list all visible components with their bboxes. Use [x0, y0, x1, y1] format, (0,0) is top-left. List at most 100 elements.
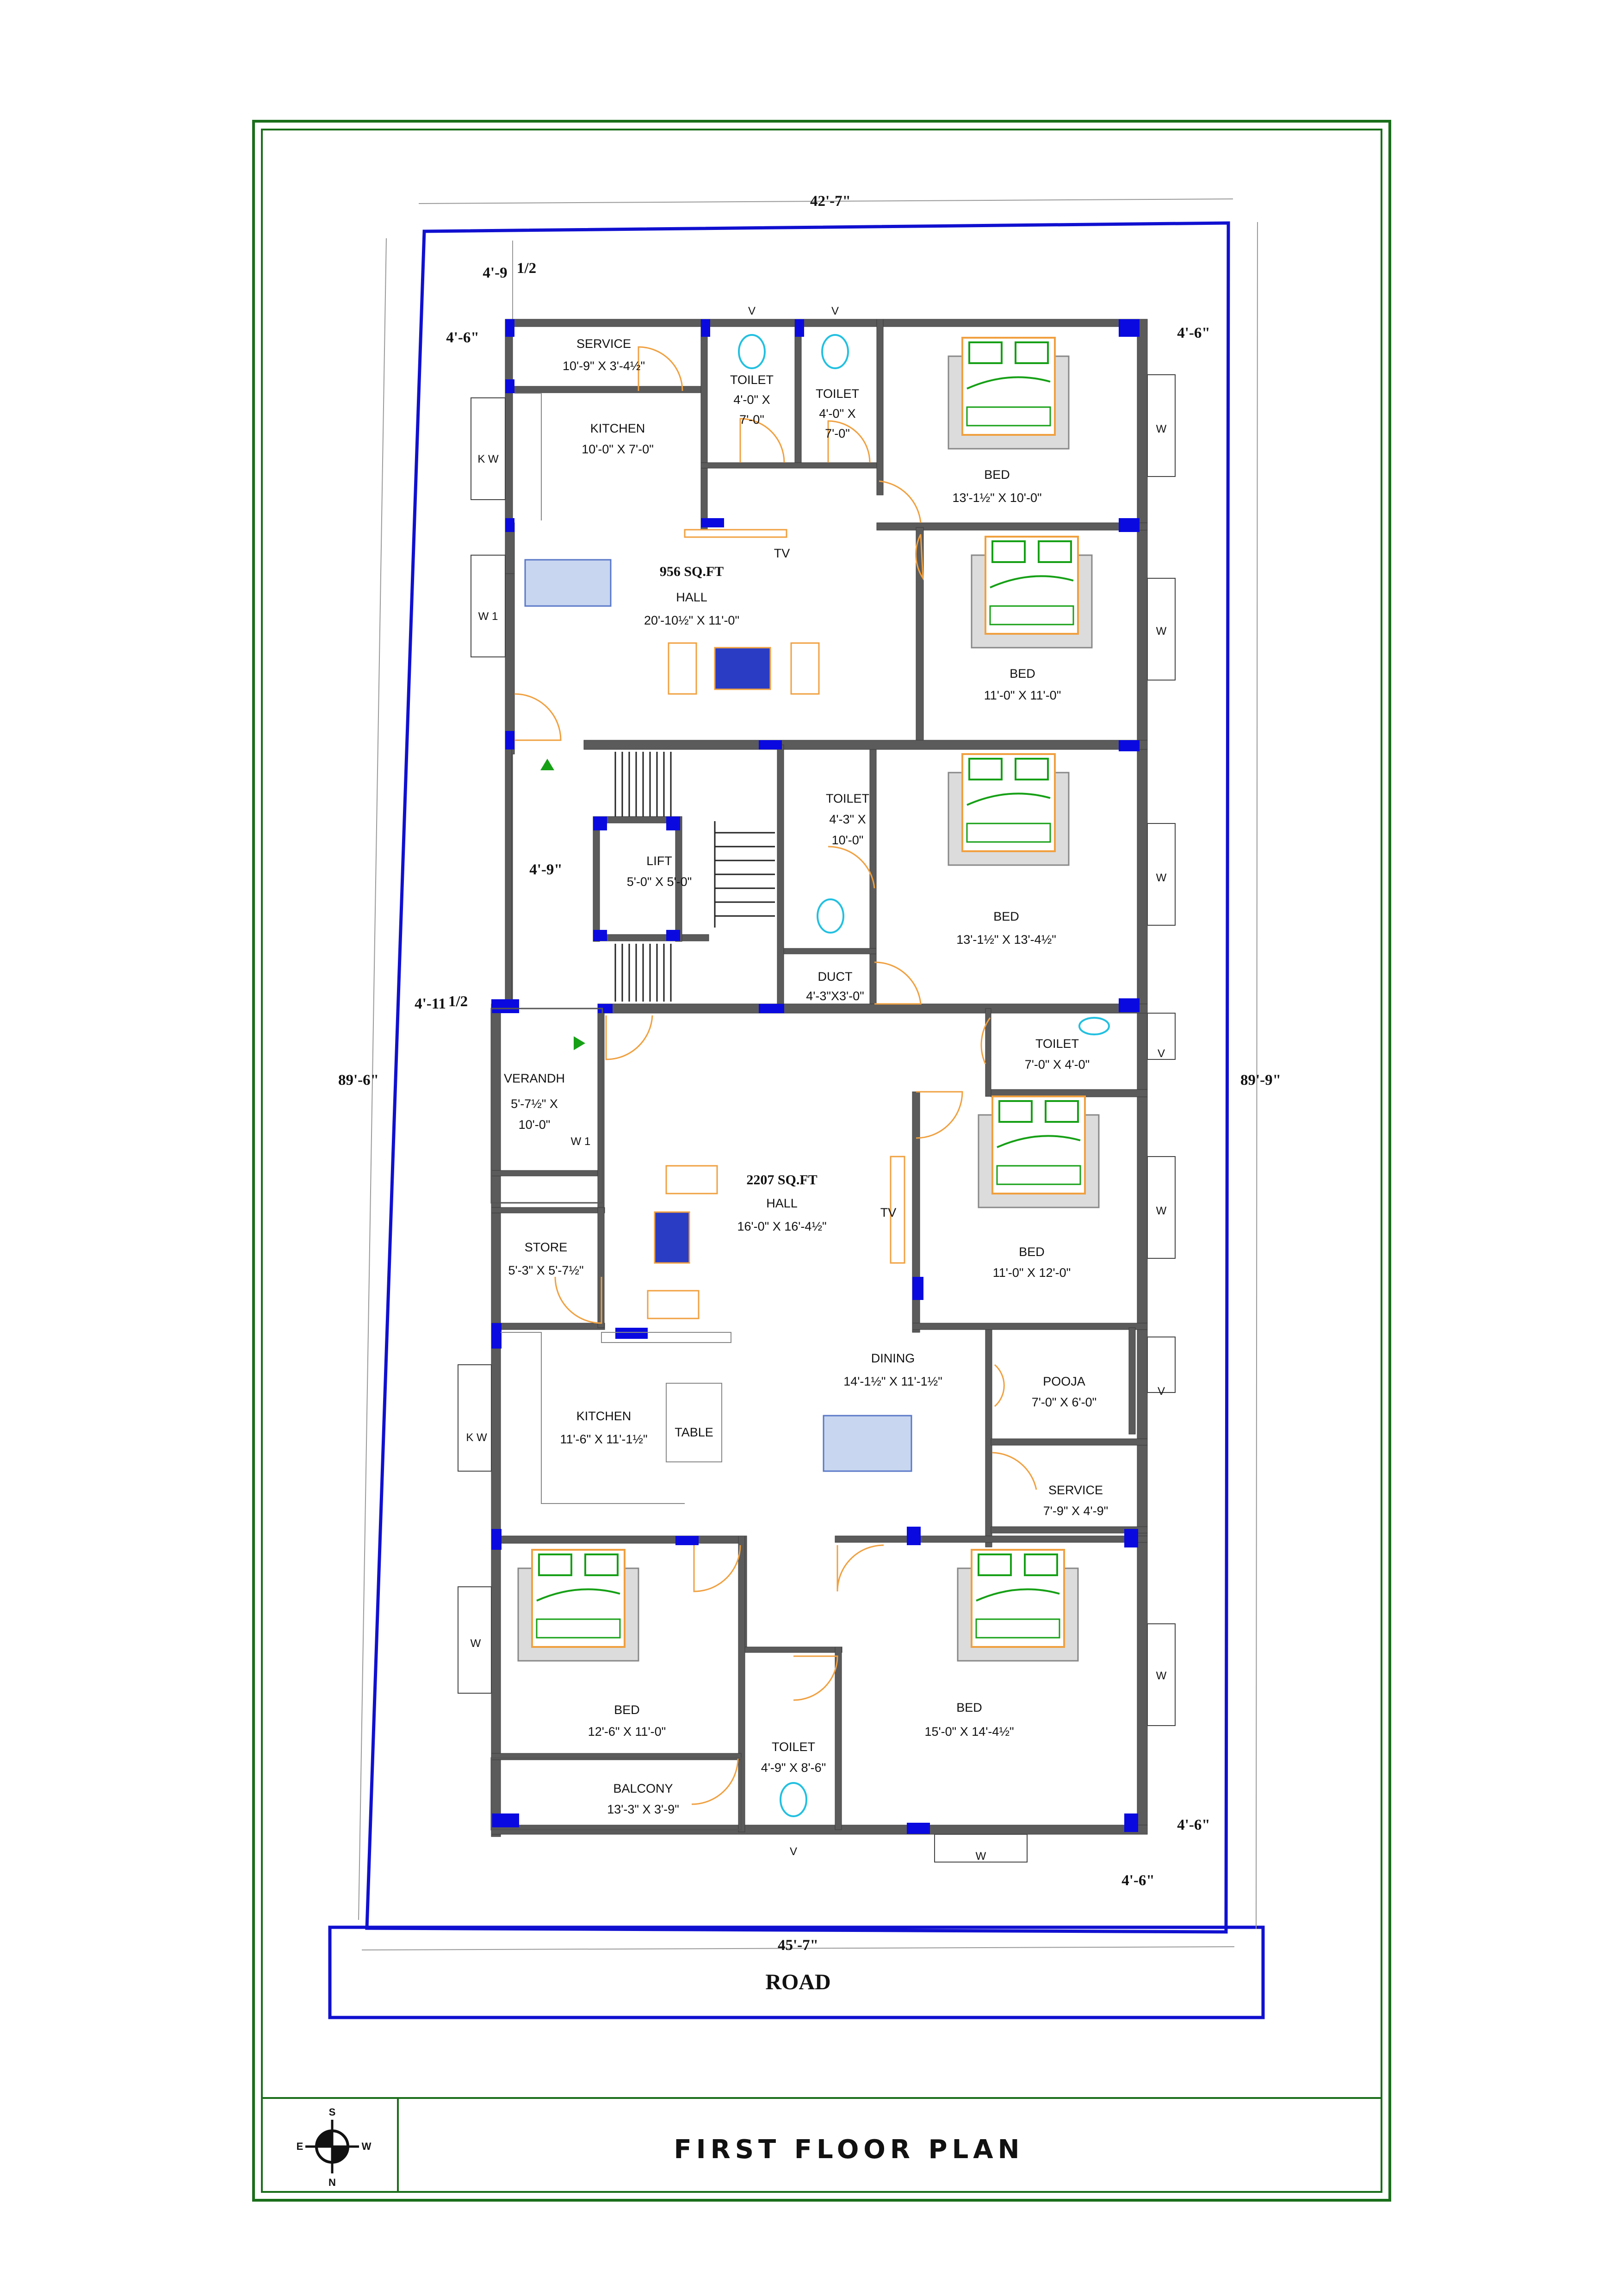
- bed-furniture-2: [971, 536, 1093, 649]
- balcony-name: BALCONY: [613, 1782, 673, 1795]
- kitchen2-size: 11'-6" X 11'-1½": [560, 1432, 647, 1446]
- compass-n: N: [328, 2177, 336, 2188]
- kitchen1-name: KITCHEN: [590, 421, 645, 435]
- dim-top-setback-frac: 1/2: [517, 260, 536, 277]
- store-size: 5'-3" X 5'-7½": [508, 1263, 583, 1277]
- table-label: TABLE: [675, 1425, 713, 1439]
- hall2-name: HALL: [766, 1196, 798, 1210]
- toilet2-size2: 7'-0": [825, 427, 850, 440]
- drawing-title: FIRST FLOOR PLAN: [674, 2135, 1024, 2165]
- service1-size: 10'-9" X 3'-4½": [563, 359, 645, 373]
- window-label-w-d: W: [1156, 1205, 1167, 1217]
- verandh-size2: 10'-0": [519, 1118, 551, 1132]
- duct-size: 4'-3"X3'-0": [806, 989, 864, 1003]
- dim-top-setback: 4'-9: [483, 265, 507, 281]
- window-label-kw1: K W: [477, 453, 499, 465]
- bed1-name: BED: [984, 468, 1010, 482]
- beds: [517, 337, 1100, 1662]
- windows: [458, 374, 1176, 1863]
- staircase: [614, 752, 775, 1002]
- service2-name: SERVICE: [1048, 1483, 1103, 1497]
- toilet2-size1: 4'-0" X: [819, 407, 855, 421]
- window-label-w-f: W: [1156, 1670, 1167, 1682]
- dim-front-setback: 4'-6": [1121, 1872, 1154, 1889]
- toilet4-name: TOILET: [1035, 1037, 1079, 1051]
- dim-left-setback-top: 4'-6": [446, 329, 479, 346]
- dim-left-setback-mid: 4'-11: [415, 996, 446, 1012]
- dim-left-depth: 89'-6": [338, 1072, 379, 1089]
- window-label-w-g: W: [976, 1850, 986, 1863]
- window-label-w1a: W 1: [478, 610, 498, 623]
- bed6-name: BED: [956, 1701, 982, 1714]
- duct-name: DUCT: [818, 970, 853, 984]
- window-label-w-b: W: [1156, 625, 1167, 637]
- toilet4-size: 7'-0" X 4'-0": [1025, 1058, 1090, 1071]
- toilet1-size2: 7'-0": [739, 413, 764, 427]
- entry-marker-2: [574, 1036, 585, 1050]
- balcony-size: 13'-3" X 3'-9": [607, 1802, 679, 1816]
- plot-boundary: [365, 221, 1230, 1934]
- bed3-size: 13'-1½" X 13'-4½": [956, 933, 1056, 947]
- bed-furniture-5: [517, 1549, 639, 1662]
- pooja-size: 7'-0" X 6'-0": [1032, 1395, 1097, 1409]
- vent-label-c: V: [1158, 1047, 1165, 1060]
- bed1-size: 13'-1½" X 10'-0": [952, 491, 1041, 505]
- compass-e: E: [297, 2141, 304, 2152]
- lift-size: 5'-0" X 5'-0": [627, 875, 692, 889]
- dim-left-setback-mid-frac: 1/2: [448, 993, 468, 1010]
- balcony-rail: [490, 1008, 742, 1831]
- toilet1-size1: 4'-0" X: [733, 393, 770, 407]
- bed-furniture-4: [978, 1095, 1100, 1208]
- service1-name: SERVICE: [576, 337, 631, 351]
- toilet-fixtures: [738, 334, 1110, 1817]
- dining-name: DINING: [871, 1351, 915, 1365]
- hall2-size: 16'-0" X 16'-4½": [737, 1219, 826, 1233]
- dim-right-setback-bottom: 4'-6": [1177, 1817, 1210, 1833]
- store-name: STORE: [525, 1240, 568, 1254]
- verandh-size1: 5'-7½" X: [511, 1097, 558, 1111]
- bed-furniture-1: [948, 337, 1070, 450]
- lift-name: LIFT: [646, 854, 672, 868]
- bed3-name: BED: [993, 910, 1019, 923]
- columns: [491, 319, 1140, 1834]
- verandh-name: VERANDH: [504, 1071, 565, 1085]
- hall1-name: HALL: [676, 590, 707, 604]
- window-label-w-a: W: [1156, 423, 1167, 435]
- kitchen2-name: KITCHEN: [576, 1409, 632, 1423]
- dimension-lines: [358, 198, 1258, 1950]
- pooja-name: POOJA: [1043, 1374, 1085, 1388]
- vent-label-e: V: [790, 1845, 797, 1858]
- living-furniture: [524, 529, 912, 1472]
- hall1-size: 20'-10½" X 11'-0": [644, 613, 739, 627]
- bed5-name: BED: [614, 1703, 640, 1717]
- kitchen-counters: [501, 393, 731, 1504]
- toilet3-size1: 4'-3" X: [829, 812, 866, 826]
- toilet3-size2: 10'-0": [832, 833, 864, 847]
- toilet5-size: 4'-9" X 8'-6": [761, 1761, 826, 1775]
- toilet3-name: TOILET: [826, 792, 869, 805]
- kitchen1-size: 10'-0" X 7'-0": [582, 442, 654, 456]
- vent-label-d: V: [1158, 1385, 1165, 1398]
- window-label-w1b: W 1: [571, 1135, 591, 1148]
- dim-right-setback-top: 4'-6": [1177, 325, 1210, 341]
- compass-w: W: [362, 2141, 372, 2152]
- road-label: ROAD: [765, 1970, 830, 1994]
- bed2-size: 11'-0" X 11'-0": [984, 688, 1061, 702]
- compass-s: S: [329, 2106, 336, 2118]
- bed5-size: 12'-6" X 11'-0": [588, 1725, 666, 1739]
- dim-stair-width: 4'-9": [529, 861, 562, 878]
- tv1-label: TV: [774, 546, 790, 560]
- vent-label-a: V: [748, 305, 756, 317]
- dim-right-depth: 89'-9": [1240, 1072, 1281, 1089]
- dining-size: 14'-1½" X 11'-1½": [843, 1374, 942, 1388]
- doors: [514, 346, 1037, 1805]
- window-label-kw2: K W: [466, 1431, 487, 1444]
- walls: [491, 319, 1148, 1837]
- dim-top-width: 42'-7": [810, 193, 851, 210]
- bed-furniture-3: [948, 753, 1070, 866]
- text-layer: 42'-7" 45'-7" 89'-6" 89'-9" 4'-9 1/2 4'-…: [297, 193, 1281, 2188]
- toilet5-name: TOILET: [772, 1740, 815, 1754]
- bed4-name: BED: [1019, 1245, 1045, 1259]
- bed2-name: BED: [1010, 667, 1035, 681]
- toilet2-name: TOILET: [816, 387, 859, 401]
